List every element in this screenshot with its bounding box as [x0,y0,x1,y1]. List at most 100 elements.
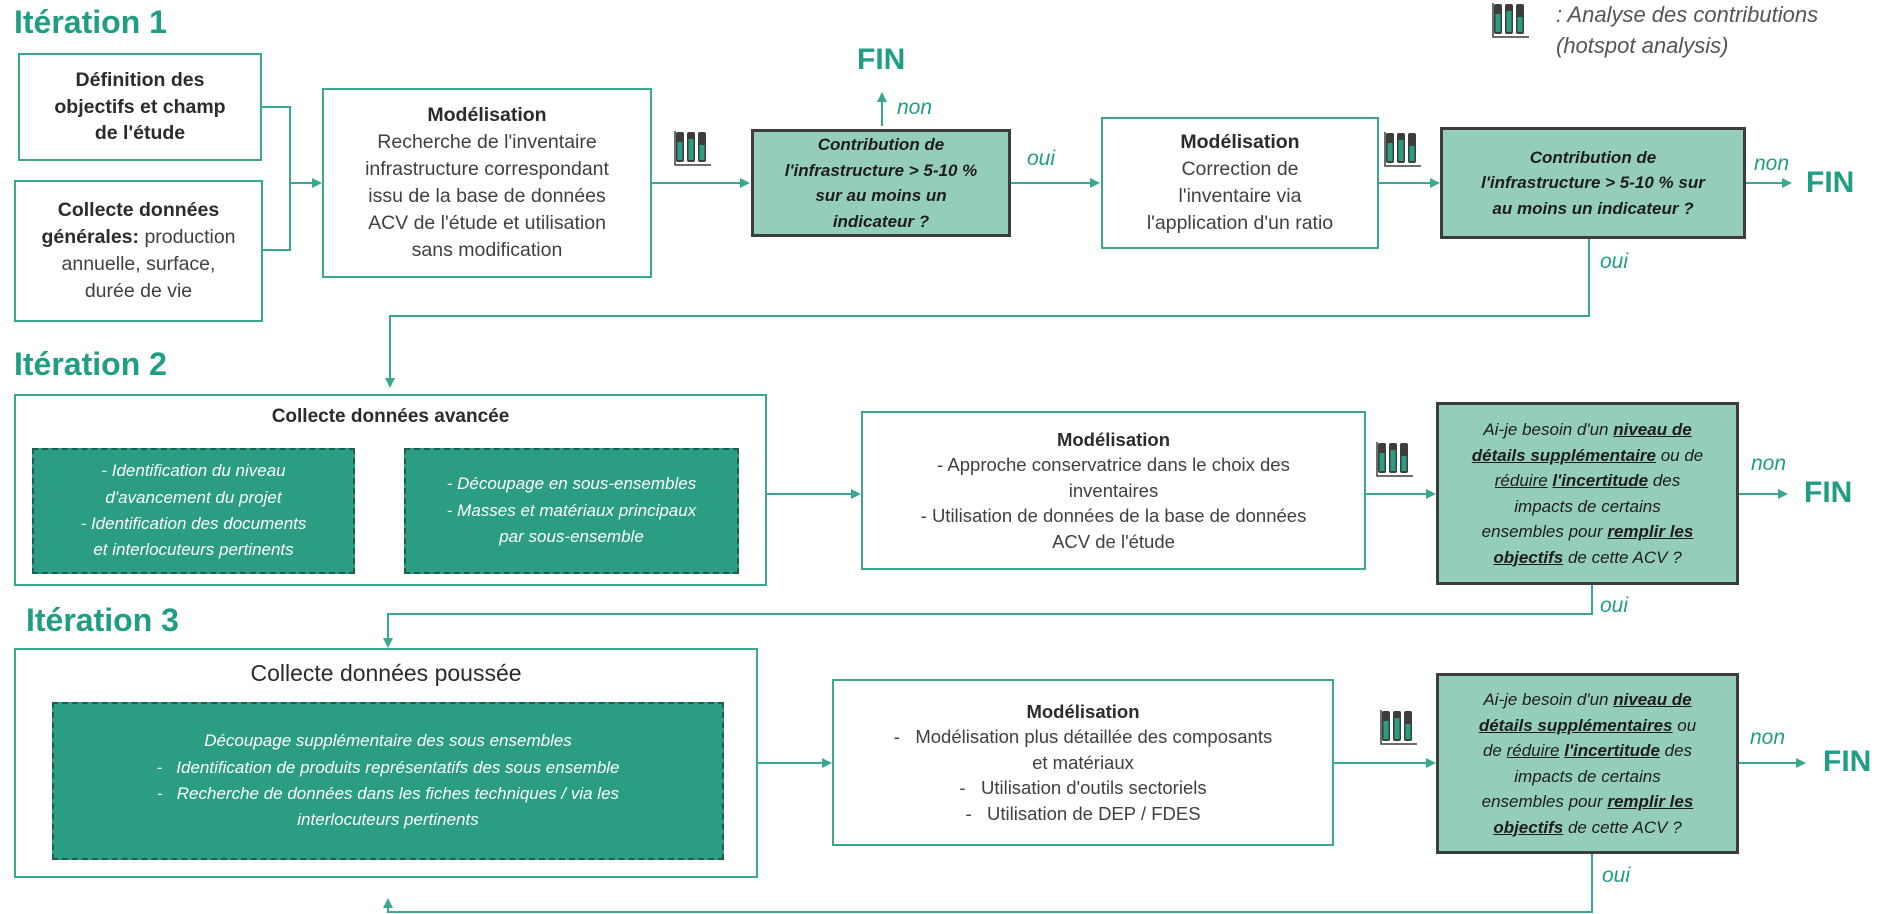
collect-advanced-left: - Identification du niveau d'avancement … [32,448,355,574]
decision1-line1: Contribution de [817,135,945,154]
decision-it2-text: Ai-je besoin d'un [1483,420,1614,439]
modeling-it2-line1: - Approche conservatrice dans le choix d… [937,454,1290,476]
oui-label-it3: oui [1602,864,1631,887]
collect-left-line3: - Identification des documents [80,514,307,533]
decision-it2-text: des [1648,471,1681,490]
modeling1-box: Modélisation Recherche de l'inventaire i… [322,88,652,278]
collect-pushed-box: Collecte données poussée Découpage suppl… [14,648,758,878]
collect-left-line4: et interlocuteurs pertinents [93,540,294,560]
collect-pushed-line2: - Identification de produits représentat… [156,757,620,777]
legend-line1: : Analyse des contributions [1556,2,1819,27]
collect-left-line1: - Identification du niveau [101,461,286,481]
bar-chart-icon [1376,441,1414,484]
iteration2-title: Itération 2 [14,346,167,382]
decision-it3-text: de cette ACV ? [1563,817,1682,837]
oui-label-2: oui [1600,250,1629,273]
collect-advanced-right: - Découpage en sous-ensembles - Masses e… [404,448,739,574]
decision2-line1: Contribution de [1529,147,1657,167]
modeling-it2-line2: inventaires [1068,479,1159,501]
decision-it3-text: Ai-je besoin d'un [1483,690,1614,709]
modeling-it2-box: Modélisation - Approche conservatrice da… [861,411,1366,570]
decision-it3-text: de [1482,741,1507,760]
decision-it3-emph: réduire [1506,741,1560,760]
arrow-loop-back [383,854,1593,913]
decision1-box: Contribution de l'infrastructure > 5-10 … [751,129,1011,237]
collect-pushed-content: Découpage supplémentaire des sous ensemb… [52,702,724,860]
decision1-line4: indicateur ? [832,211,930,231]
collect-right-line2: - Masses et matériaux principaux [446,500,697,520]
bar-chart-icon [1380,709,1418,752]
modeling1-line5: sans modification [411,238,563,261]
modeling-it3-line4: - Utilisation de DEP / FDES [965,802,1201,824]
decision-it3-emph: niveau de [1613,690,1692,709]
modeling-it3-line1: - Modélisation plus détaillée des compos… [893,726,1273,748]
general-data-line4: durée de vie [84,279,193,302]
general-data-line3: annuelle, surface, [61,253,216,275]
decision1-line2: l'infrastructure > 5-10 % [784,160,978,180]
bar-chart-icon [674,130,712,173]
decision-it3-emph: l'incertitude [1564,741,1660,760]
fin-label-it2: FIN [1804,476,1853,509]
decision-it2-emph: remplir les [1607,522,1694,541]
non-label-top: non [897,96,933,119]
general-data-box: Collecte données générales: production a… [14,180,263,322]
fin-label-top: FIN [857,43,906,76]
arrow-to-iteration3 [383,585,1593,648]
decision-it2-emph: niveau de [1613,420,1692,439]
decision-it3-text: ensembles pour [1481,792,1608,811]
collect-pushed-line4: interlocuteurs pertinents [297,810,479,830]
oui-label-1: oui [1027,147,1056,170]
modeling-it3-line3: - Utilisation d'outils sectoriels [959,777,1207,799]
decision-it3-text: impacts de certains [1514,766,1661,786]
modeling-it2-line3: - Utilisation de données de la base de d… [920,505,1307,527]
modeling2-title: Modélisation [1180,131,1300,154]
bar-chart-icon [1384,131,1422,174]
modeling1-title: Modélisation [427,104,547,127]
modeling-it3-box: Modélisation - Modélisation plus détaill… [832,679,1334,846]
iteration3-title: Itération 3 [26,602,179,638]
collect-left-line2: d'avancement du projet [105,487,282,507]
legend-line2: (hotspot analysis) [1556,32,1729,58]
non-label-it3: non [1750,726,1786,749]
modeling1-line3: issu de la base de données [368,185,606,207]
general-data-bold: générales: [41,226,140,249]
decision-it3-box: Ai-je besoin d'un niveau de détails supp… [1436,673,1739,854]
modeling-it3-line2: et matériaux [1032,751,1134,773]
fin-label-2: FIN [1806,166,1855,199]
decision-it3-emph: remplir les [1607,792,1694,811]
decision2-line2: l'infrastructure > 5-10 % sur [1481,173,1705,193]
non-label-2: non [1754,152,1790,175]
decision-it2-text: impacts de certains [1514,496,1661,516]
non-label-it2: non [1751,452,1787,475]
decision-it2-emph: réduire [1494,471,1548,490]
oui-label-it2: oui [1600,594,1629,617]
modeling1-line2: infrastructure correspondant [365,158,609,181]
decision-it2-text: ensembles pour [1481,522,1608,541]
decision-it2-emph: objectifs [1493,547,1564,567]
decision1-line3: sur au moins un [815,186,947,205]
bracket-connector [262,106,291,251]
modeling1-line4: ACV de l'étude et utilisation [368,211,606,234]
decision-it3-emph: détails supplémentaires [1478,715,1673,735]
collect-right-line3: par sous-ensemble [499,527,644,547]
general-data-line1: Collecte données [57,199,220,222]
decision-it2-text: ou de [1655,445,1704,465]
decision-it2-emph: l'incertitude [1552,471,1649,490]
objectives-line2: objectifs et champ [54,95,226,118]
decision-it3-emph: objectifs [1493,817,1564,837]
modeling-it2-title: Modélisation [1056,428,1171,450]
iteration1-title: Itération 1 [14,4,167,40]
modeling-it2-line4: ACV de l'étude [1052,530,1175,552]
modeling2-box: Modélisation Correction de l'inventaire … [1101,117,1379,249]
collect-advanced-box: Collecte données avancée - Identificatio… [14,394,767,586]
decision2-box: Contribution de l'infrastructure > 5-10 … [1440,127,1746,239]
collect-advanced-title: Collecte données avancée [271,406,510,427]
decision-it2-box: Ai-je besoin d'un niveau de détails supp… [1436,402,1739,585]
collect-pushed-line3: - Recherche de données dans les fiches t… [156,784,620,803]
modeling-it3-title: Modélisation [1026,700,1140,722]
general-data-line2: générales: production [41,224,235,251]
modeling2-line3: l'application d'un ratio [1146,211,1334,234]
general-data-rest: production [139,226,236,249]
objectives-box: Définition des objectifs et champ de l'é… [18,53,262,161]
